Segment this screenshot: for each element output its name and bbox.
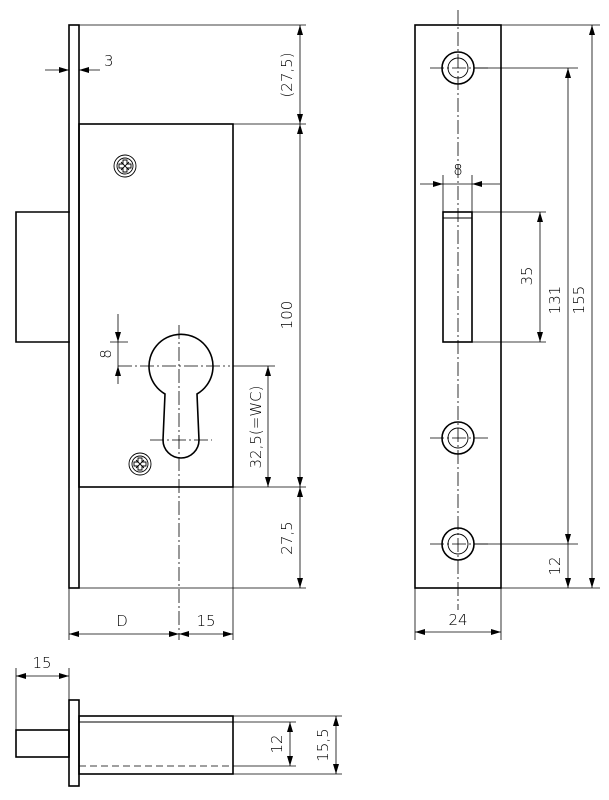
dim-bolt-projection: 15: [32, 654, 51, 672]
dim-slot-height: 35: [518, 266, 536, 285]
lock-case: [78, 123, 234, 488]
dim-body-inner: 12: [268, 734, 286, 753]
dim-bottom-hole: 12: [546, 556, 564, 575]
dim-body-outer: 15,5: [314, 728, 332, 761]
faceplate: [68, 24, 80, 589]
cylinder-cutout: [148, 333, 214, 459]
dim-faceplate-thickness: 3: [104, 52, 114, 70]
dim-slot-width: 8: [453, 161, 463, 179]
bottom-screw: [128, 452, 152, 476]
top-view: 15 12 15,5: [15, 654, 342, 787]
dim-case-depth: 15: [196, 612, 215, 630]
top-faceplate: [68, 699, 80, 787]
dim-wc: 32,5(=WC): [247, 386, 265, 469]
latch-bolt: [15, 211, 70, 343]
dim-strike-width: 24: [448, 611, 467, 629]
top-case: [78, 715, 234, 775]
dim-backset: D: [116, 612, 128, 630]
dim-hole-spacing: 131: [546, 286, 564, 315]
top-screw: [113, 154, 137, 178]
bolt-slot: [442, 211, 473, 343]
dim-cylinder: 8: [97, 349, 115, 359]
dim-strike-height: 155: [570, 286, 588, 315]
front-view: 3 (27,5) 100 27,5 32,5(=WC) 8: [15, 24, 306, 640]
dim-bottom-offset: 27,5: [278, 521, 296, 554]
dim-top-offset: (27,5): [278, 52, 296, 97]
dim-case-height: 100: [278, 301, 296, 330]
top-bolt: [15, 729, 70, 758]
strike-view: 8 35 131 155 12 24: [414, 10, 600, 640]
